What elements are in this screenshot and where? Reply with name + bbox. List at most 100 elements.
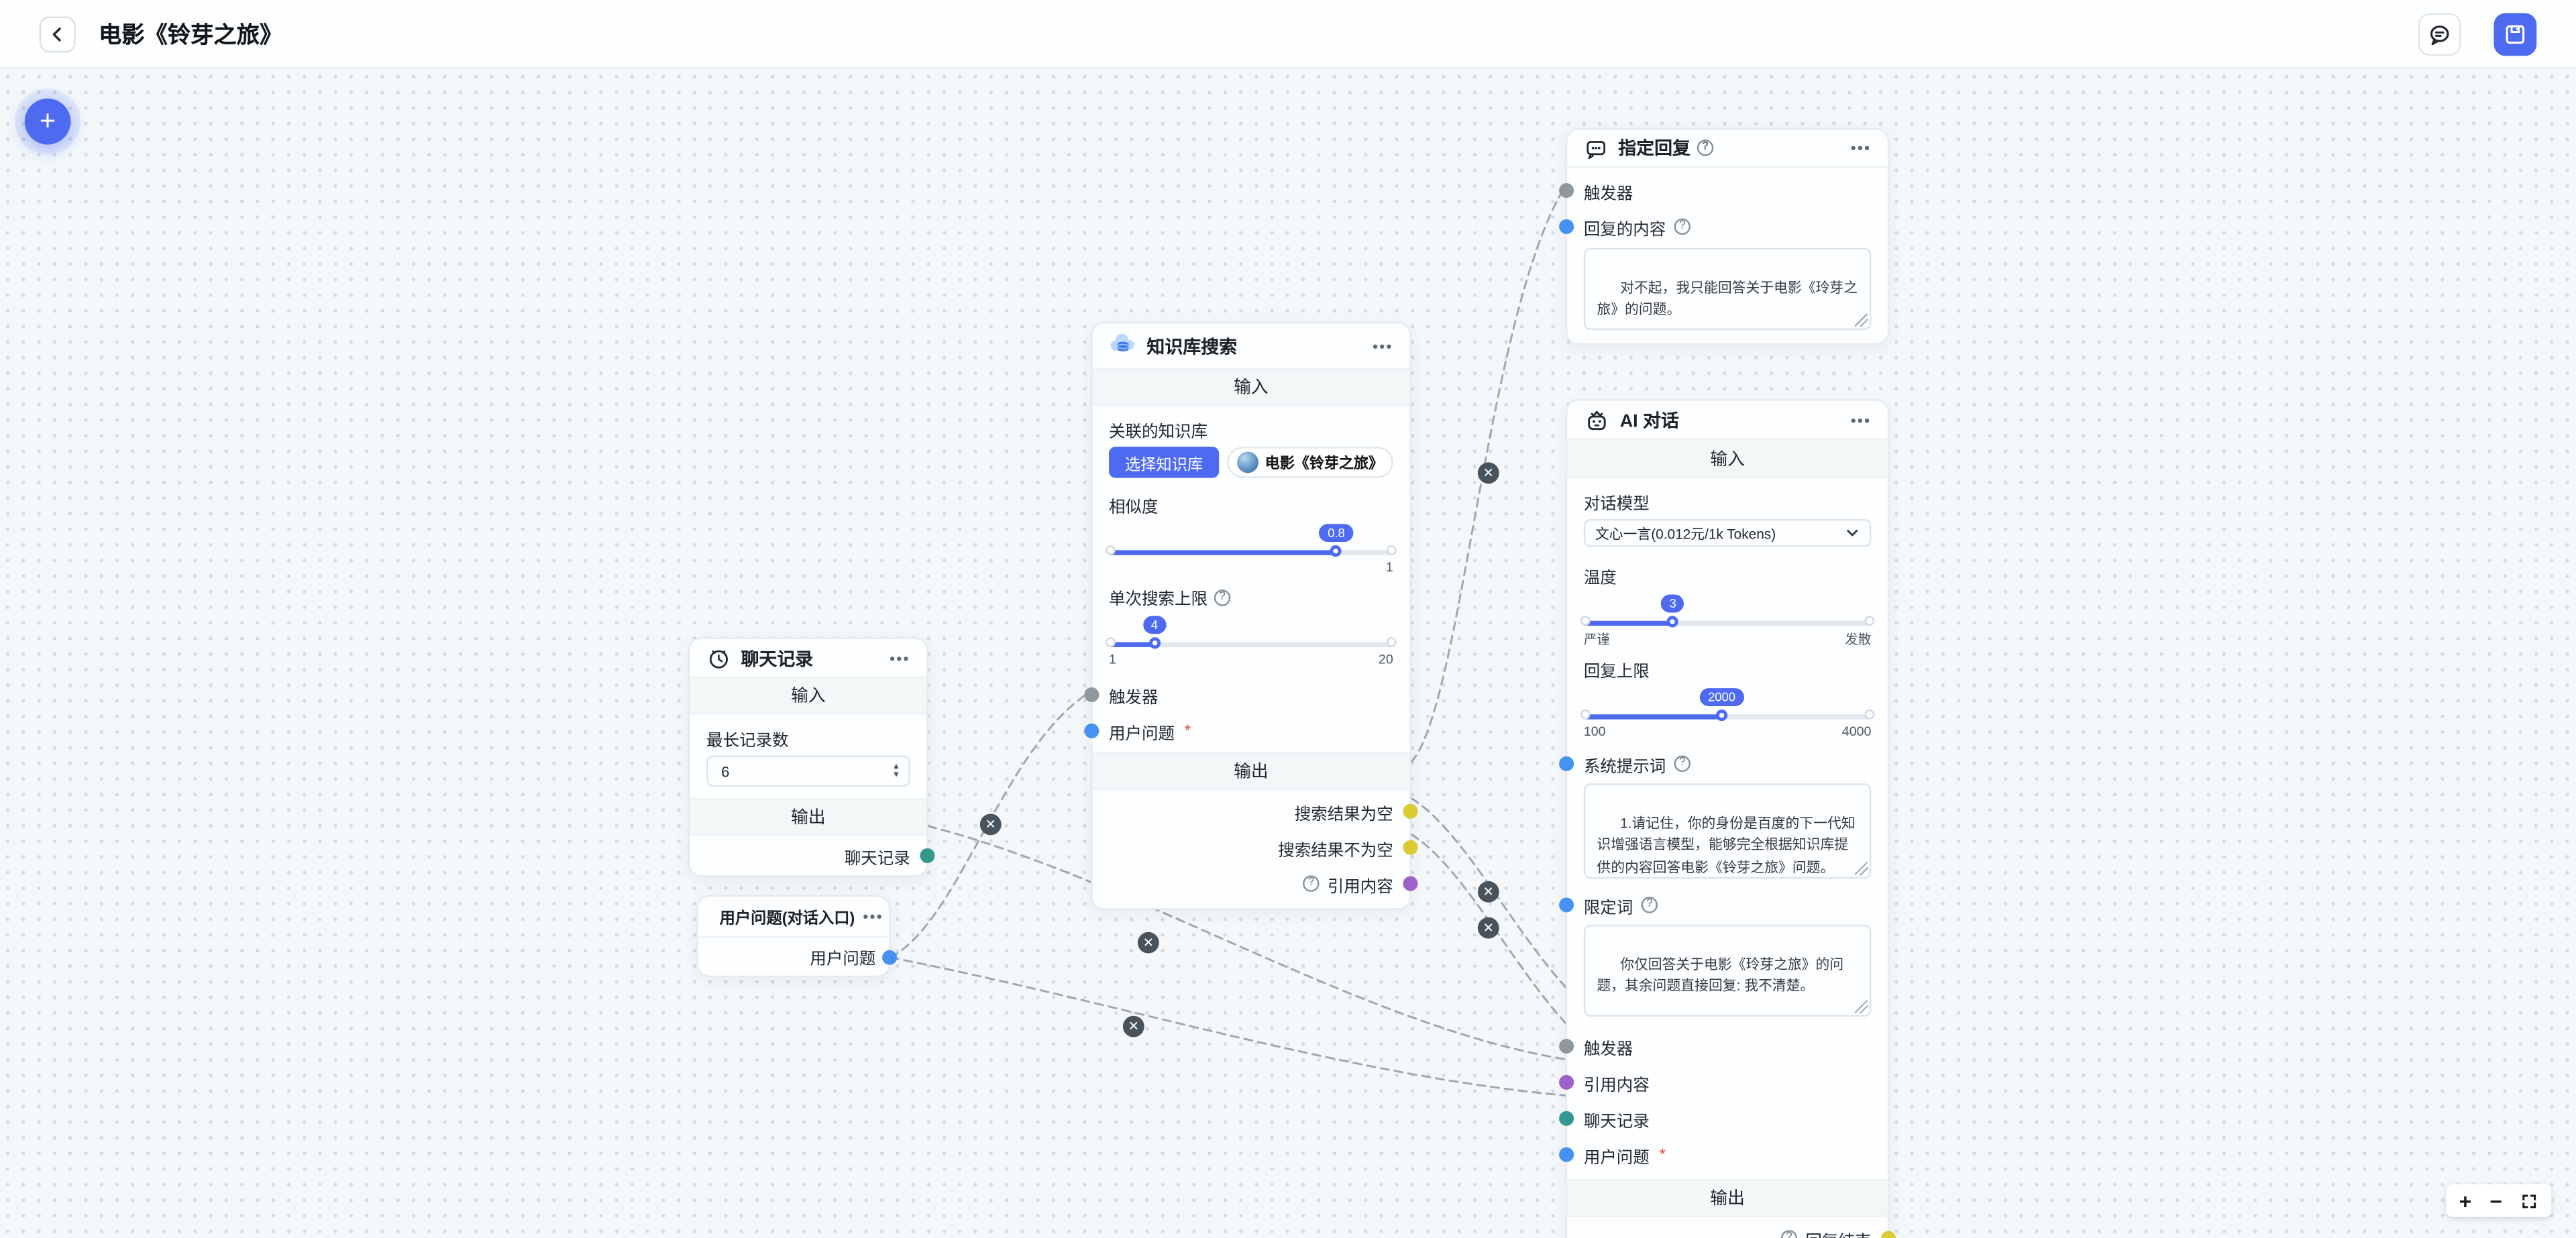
port-row-trigger: 触发器: [1084, 677, 1410, 713]
chat-history-out-port-dot[interactable]: [920, 848, 935, 863]
chat-history-port-dot[interactable]: [1559, 1111, 1574, 1126]
save-button[interactable]: [2493, 12, 2537, 56]
slider-track[interactable]: [1580, 615, 1875, 627]
port-row-user-question: 用户问题*: [1559, 1137, 1888, 1173]
system-prompt-textarea[interactable]: 1.请记住，你的身份是百度的下一代知识增强语言模型，能够完全根据知识库提供的内容…: [1583, 783, 1872, 879]
port-label: 回复的内容: [1583, 221, 1666, 239]
more-menu-button[interactable]: •••: [890, 649, 910, 667]
slider-track[interactable]: [1106, 544, 1397, 556]
slider-end: [1386, 637, 1397, 647]
edge-delete-button[interactable]: ✕: [979, 813, 1002, 836]
help-icon[interactable]: ?: [1303, 875, 1320, 892]
port-label: 用户问题: [1109, 725, 1175, 744]
kb-chip[interactable]: 电影《铃芽之旅》: [1227, 447, 1393, 478]
user-question-out-port-dot[interactable]: [882, 949, 898, 964]
fit-view-button[interactable]: [2520, 1192, 2538, 1210]
help-icon[interactable]: ?: [1214, 588, 1231, 606]
number-stepper[interactable]: ▲ ▼: [892, 762, 901, 781]
slider-max-label: 1: [1385, 560, 1393, 575]
slider-thumb[interactable]: [1148, 636, 1161, 649]
reply-content-port-dot[interactable]: [1559, 219, 1574, 234]
reply-limit-slider[interactable]: 2000 100 4000: [1580, 687, 1875, 741]
input-section-header: 输入: [690, 678, 927, 715]
port-row-trigger: 触发器: [1559, 1028, 1888, 1064]
node-chat-history[interactable]: 聊天记录 ••• 输入 最长记录数 ▲ ▼ 输出 聊天记录: [688, 637, 935, 877]
port-row-trigger: 触发器: [1559, 172, 1888, 209]
slider-thumb[interactable]: [1715, 708, 1728, 720]
resize-handle-icon[interactable]: [1854, 313, 1868, 327]
select-kb-button[interactable]: 选择知识库: [1109, 447, 1220, 478]
slider-max-label: 发散: [1845, 632, 1872, 647]
port-label: 触发器: [1109, 689, 1159, 708]
resize-handle-icon[interactable]: [1854, 1000, 1868, 1014]
help-icon[interactable]: ?: [1641, 897, 1658, 913]
kb-label: 关联的知识库: [1109, 423, 1208, 442]
more-menu-button[interactable]: •••: [1850, 139, 1872, 156]
stepper-up-icon[interactable]: ▲: [892, 762, 901, 773]
node-fixed-reply[interactable]: 指定回复 ? ••• 触发器 回复的内容 ? 对不起，我只能回答关于电影《玲芽之…: [1559, 128, 1890, 345]
port-label: 系统提示词: [1583, 758, 1666, 777]
help-icon[interactable]: ?: [1780, 1230, 1798, 1238]
model-select[interactable]: 文心一言(0.012元/1k Tokens): [1583, 518, 1872, 547]
edge-delete-button[interactable]: ✕: [1122, 1015, 1144, 1037]
node-user-question[interactable]: 用户问题(对话入口) ••• 用户问题: [696, 895, 898, 978]
edge-delete-button[interactable]: ✕: [1477, 917, 1499, 939]
chevron-left-icon: [52, 26, 61, 41]
slider-min-label: 1: [1109, 652, 1116, 667]
model-label: 对话模型: [1583, 496, 1650, 514]
node-ai-chat[interactable]: AI 对话 ••• 输入 对话模型 文心一言(0.012元/1k Tokens)…: [1559, 399, 1896, 1238]
max-records-input[interactable]: ▲ ▼: [706, 755, 910, 787]
back-button[interactable]: [39, 15, 76, 52]
edge-delete-button[interactable]: ✕: [1137, 932, 1159, 954]
help-icon[interactable]: ?: [1674, 218, 1691, 235]
reply-content-textarea[interactable]: 对不起，我只能回答关于电影《玲芽之旅》的问题。: [1583, 247, 1872, 331]
qualifier-text: 你仅回答关于电影《玲芽之旅》的问题，其余问题直接回复: 我不清楚。: [1597, 956, 1844, 995]
more-menu-button[interactable]: •••: [863, 908, 884, 925]
header-actions: [2418, 12, 2537, 56]
port-label: 触发器: [1583, 1040, 1633, 1059]
more-menu-button[interactable]: •••: [1373, 337, 1393, 354]
zoom-in-button[interactable]: +: [2459, 1188, 2472, 1213]
search-limit-slider[interactable]: 4 1 20: [1106, 614, 1397, 669]
edge-delete-button[interactable]: ✕: [1477, 462, 1499, 484]
max-records-field[interactable]: [711, 763, 843, 780]
reply-end-port-dot[interactable]: [1881, 1231, 1896, 1238]
result-empty-port-dot[interactable]: [1403, 803, 1418, 819]
zoom-controls: + −: [2446, 1184, 2552, 1217]
slider-track[interactable]: [1580, 708, 1875, 720]
help-icon[interactable]: ?: [1697, 139, 1714, 156]
qualifier-port-dot[interactable]: [1559, 897, 1574, 913]
help-icon[interactable]: ?: [1674, 755, 1691, 773]
zoom-out-button[interactable]: −: [2489, 1188, 2502, 1213]
node-kb-search[interactable]: 知识库搜索 ••• 输入 关联的知识库 选择知识库 电影《铃芽之旅》 相似度 0…: [1084, 322, 1418, 910]
resize-handle-icon[interactable]: [1854, 862, 1868, 876]
more-menu-button[interactable]: •••: [1850, 411, 1872, 428]
slider-thumb[interactable]: [1667, 615, 1679, 627]
search-limit-label: 单次搜索上限 ?: [1109, 585, 1393, 610]
add-node-button[interactable]: +: [24, 98, 71, 145]
edge-delete-button[interactable]: ✕: [1477, 881, 1499, 903]
trigger-port-dot[interactable]: [1559, 1038, 1574, 1054]
similarity-slider[interactable]: 0.8 1: [1106, 522, 1397, 577]
qualifier-textarea[interactable]: 你仅回答关于电影《玲芽之旅》的问题，其余问题直接回复: 我不清楚。: [1583, 924, 1872, 1017]
trigger-port-dot[interactable]: [1559, 183, 1574, 199]
slider-min-label: 100: [1583, 724, 1606, 740]
system-prompt-port-dot[interactable]: [1559, 756, 1574, 771]
slider-track[interactable]: [1106, 636, 1397, 649]
user-question-port-dot[interactable]: [1559, 1147, 1574, 1162]
port-row-reply-end: ? 回复结束: [1567, 1217, 1896, 1238]
slider-value-badge: 4: [1142, 616, 1167, 634]
trigger-port-dot[interactable]: [1084, 687, 1099, 702]
reference-port-dot[interactable]: [1559, 1074, 1574, 1090]
node-title: 用户问题(对话入口): [719, 909, 855, 928]
stepper-down-icon[interactable]: ▼: [892, 770, 901, 781]
slider-min-label: 严谨: [1583, 632, 1611, 647]
reference-out-port-dot[interactable]: [1403, 876, 1418, 891]
slider-thumb[interactable]: [1330, 544, 1342, 556]
comment-button[interactable]: [2418, 12, 2461, 56]
result-not-empty-port-dot[interactable]: [1403, 840, 1418, 855]
user-question-port-dot[interactable]: [1084, 723, 1099, 738]
node-header: 聊天记录 •••: [690, 639, 927, 679]
temperature-slider[interactable]: 3 严谨 发散: [1580, 593, 1875, 647]
kb-row: 选择知识库 电影《铃芽之旅》: [1109, 447, 1393, 478]
